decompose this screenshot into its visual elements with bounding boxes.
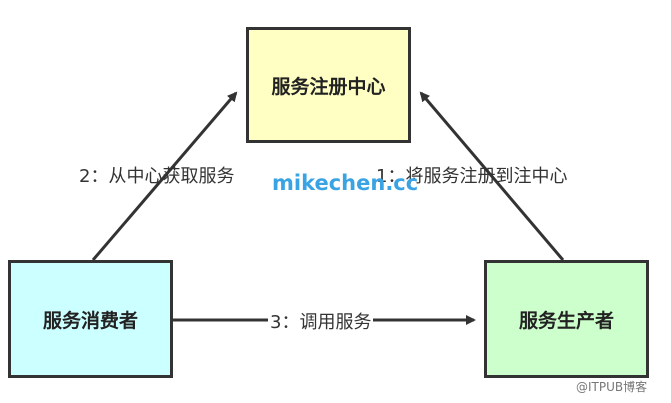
- arrow-producer-to-registry: [419, 91, 565, 261]
- edge-label-get-from-center: 2：从中心获取服务: [79, 166, 235, 187]
- footer-credit: @ITPUB博客: [576, 380, 648, 394]
- registry-label: 服务注册中心: [271, 75, 386, 98]
- producer-node: 服务生产者: [484, 260, 649, 378]
- edge-label-register-to-center: 1：将服务注册到注中心: [376, 166, 568, 187]
- registry-node: 服务注册中心: [246, 27, 411, 143]
- edge-label-invoke-service: 3：调用服务: [268, 312, 374, 334]
- producer-label: 服务生产者: [518, 309, 614, 332]
- watermark: mikechen.cc: [272, 171, 419, 195]
- consumer-node: 服务消费者: [8, 260, 173, 378]
- consumer-label: 服务消费者: [42, 309, 138, 332]
- arrow-consumer-to-registry: [91, 91, 238, 261]
